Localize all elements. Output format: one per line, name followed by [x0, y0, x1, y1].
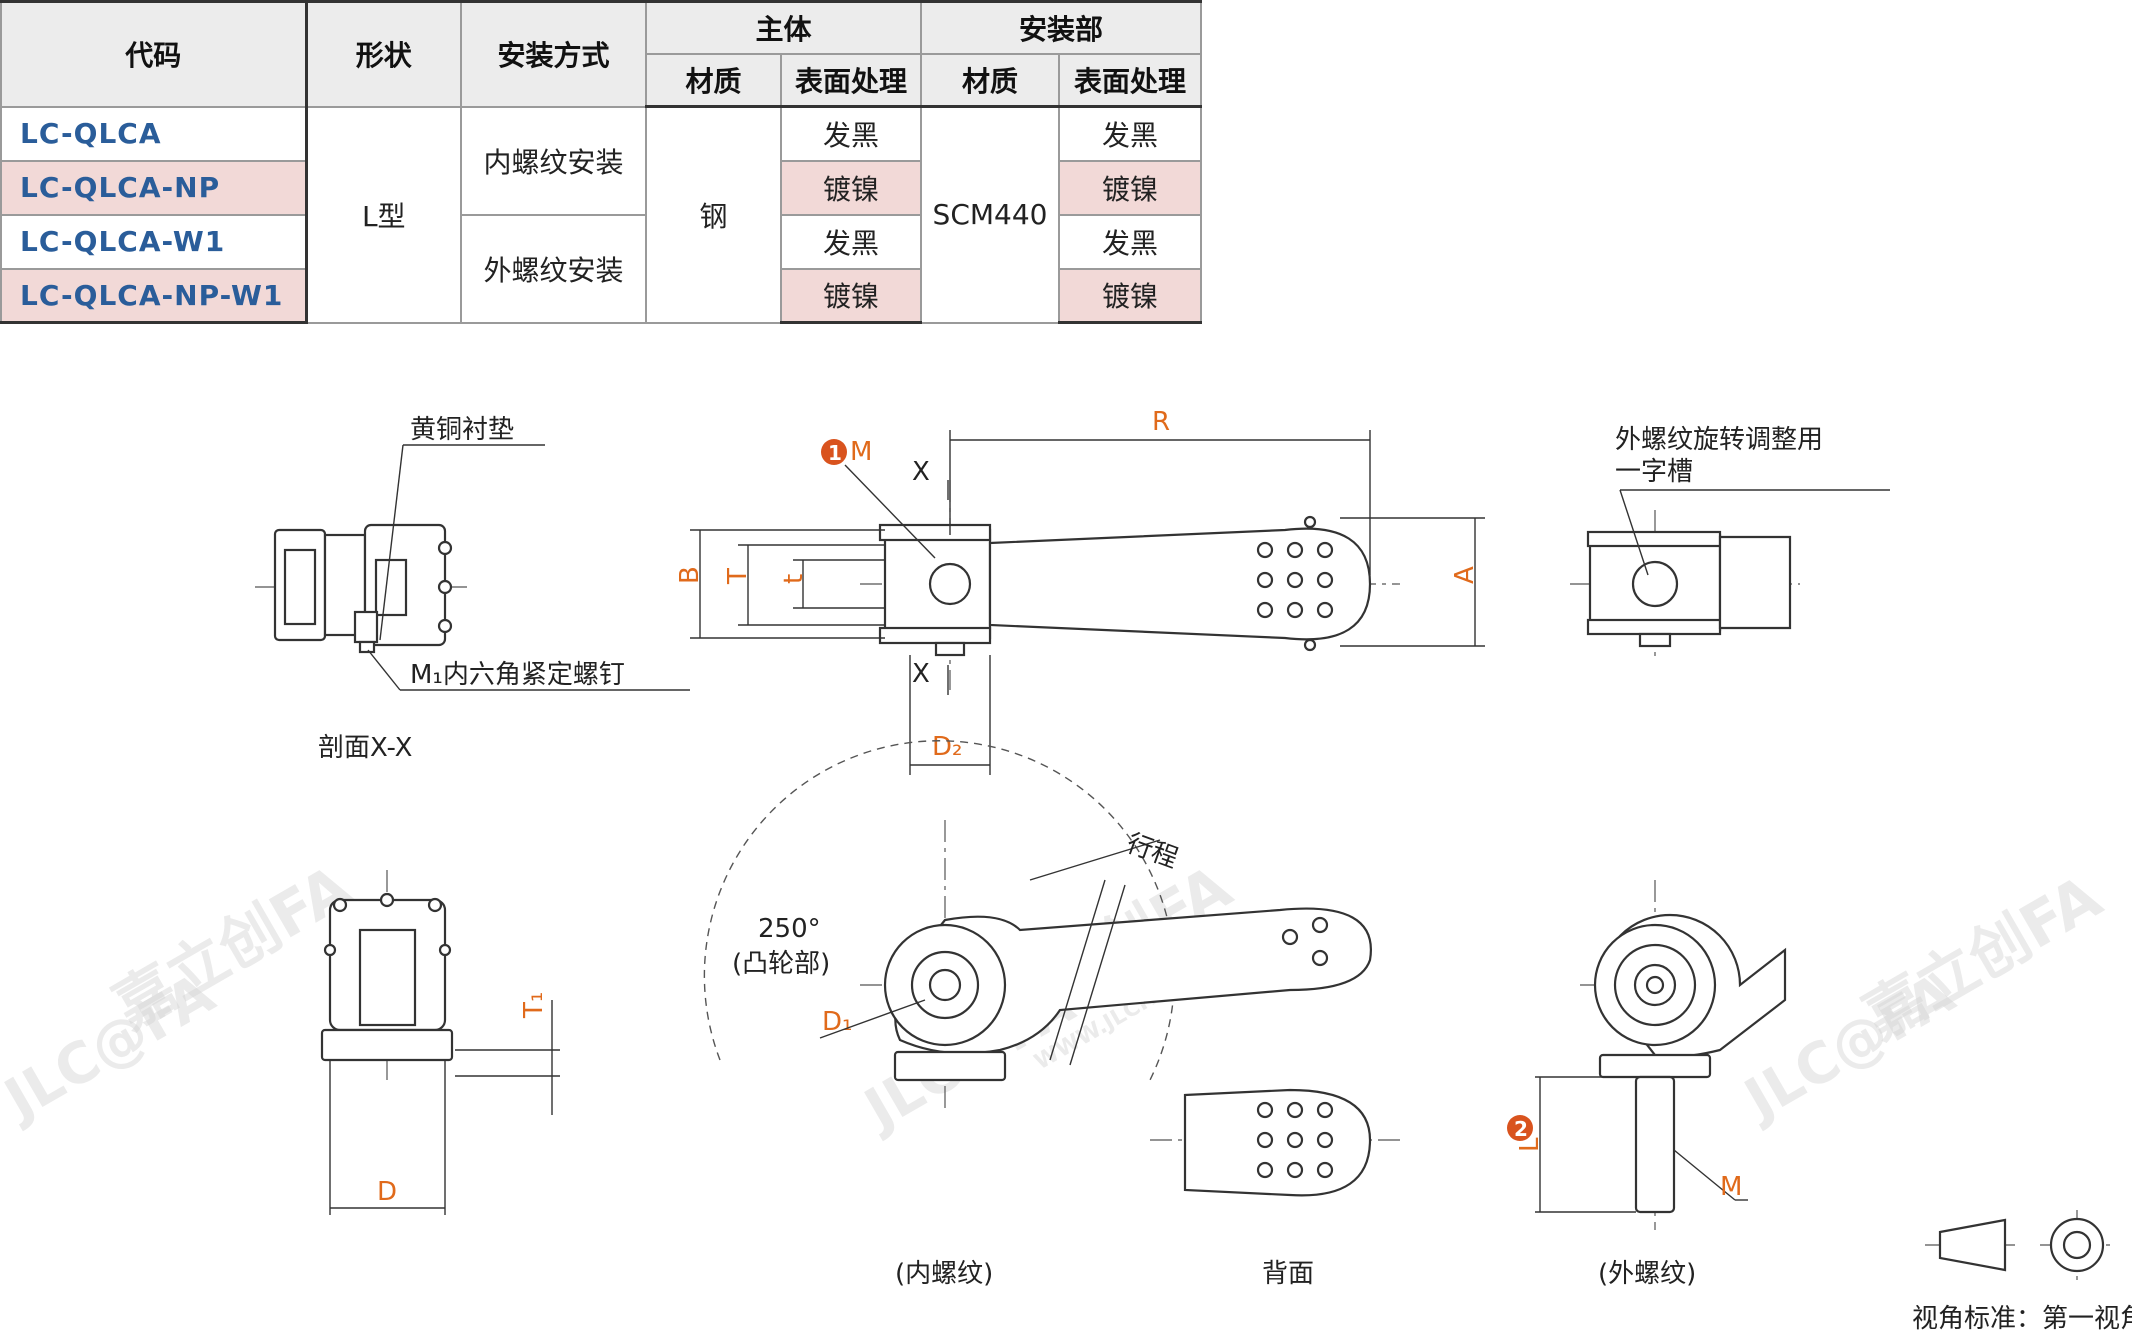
dim-D2: D₂: [932, 732, 962, 762]
side-view-internal: 行程 250° (凸轮部) D₁ (内螺纹): [703, 740, 1372, 1289]
dim-M: M: [850, 437, 872, 467]
mount-material-cell: SCM440: [920, 105, 1061, 324]
row-code: LC-QLCA: [0, 105, 308, 162]
row-code: LC-QLCA-W1: [0, 213, 308, 270]
shape-cell: L型: [305, 105, 462, 324]
install-external-cell: 外螺纹安装: [460, 213, 647, 324]
external-top-view: 外螺纹旋转调整用 一字槽: [1570, 425, 1890, 660]
section-label: 剖面X-X: [318, 733, 412, 763]
body-surface-cell: 发黑: [779, 105, 923, 162]
dim-t: t: [779, 574, 809, 584]
table-row: LC-QLCA-W1 外螺纹安装 发黑 发黑: [0, 213, 1203, 324]
dim-L: L: [1515, 1137, 1545, 1152]
marker-1: 1: [828, 441, 842, 465]
header-mount-material: 材质: [920, 53, 1061, 108]
mount-surface-cell: 发黑: [1058, 105, 1203, 162]
angle-label-1: 250°: [758, 914, 821, 944]
row-code: LC-QLCA-NP-W1: [0, 267, 308, 324]
dim-B: B: [675, 566, 705, 584]
header-body-group: 主体: [644, 0, 923, 55]
slot-label-1: 外螺纹旋转调整用: [1615, 425, 1823, 455]
side-view-external: 2 L M (外螺纹): [1507, 880, 1787, 1289]
row-code: LC-QLCA-NP: [0, 159, 308, 216]
marker-2: 2: [1514, 1117, 1528, 1141]
table-row: LC-QLCA L型 内螺纹安装 钢 发黑 SCM440 发黑: [0, 105, 1203, 324]
header-body-material: 材质: [645, 53, 782, 108]
back-label: 背面: [1262, 1259, 1314, 1289]
install-internal-cell: 内螺纹安装: [460, 105, 647, 216]
dim-M-external: M: [1720, 1172, 1742, 1202]
slot-label-2: 一字槽: [1615, 457, 1693, 487]
header-mount-surface: 表面处理: [1058, 53, 1203, 108]
header-install: 安装方式: [460, 0, 647, 108]
table-row: LC-QLCA-NP 镀镍 镀镍: [0, 159, 1203, 216]
projection-label: 视角标准：第一视角: [1912, 1304, 2132, 1334]
external-label: (外螺纹): [1598, 1259, 1696, 1289]
dim-T: T: [723, 568, 753, 585]
header-code: 代码: [0, 0, 308, 108]
header-shape: 形状: [305, 0, 462, 108]
stroke-label: 行程: [1123, 828, 1182, 874]
cut-X-top: X: [912, 457, 930, 487]
top-view: R A B T t X X 1 M D₂: [675, 407, 1485, 775]
body-material-cell: 钢: [645, 105, 782, 324]
body-surface-cell: 发黑: [779, 213, 923, 270]
technical-drawing: 嘉立创FA 嘉立创FA 嘉立创FA 嘉立创FA 嘉立创FA JLC@FA JLC…: [0, 407, 2132, 1334]
dim-A: A: [1450, 566, 1480, 584]
table-row: LC-QLCA-NP-W1 镀镍 镀镍: [0, 267, 1203, 324]
dim-T1: T₁: [519, 992, 549, 1019]
hole-pattern: [1256, 1101, 1334, 1179]
cut-X-bottom: X: [912, 659, 930, 689]
body-surface-cell: 镀镍: [779, 159, 923, 216]
header-mount-group: 安装部: [920, 0, 1203, 55]
body-surface-cell: 镀镍: [779, 267, 923, 324]
internal-label: (内螺纹): [895, 1259, 993, 1289]
section-view: 黄铜衬垫 M₁内六角紧定螺钉 剖面X-X: [255, 415, 690, 763]
set-screw-label: M₁内六角紧定螺钉: [410, 660, 625, 690]
mount-surface-cell: 发黑: [1058, 213, 1203, 270]
dim-D: D: [377, 1177, 397, 1207]
mount-surface-cell: 镀镍: [1058, 159, 1203, 216]
mount-surface-cell: 镀镍: [1058, 267, 1203, 324]
projection-symbol: 视角标准：第一视角: [1912, 1210, 2132, 1334]
front-view: D T₁: [320, 870, 560, 1215]
spec-table: 代码 形状 安装方式 主体 安装部 材质 表面处理 材质 表面处理 LC-QLC…: [0, 0, 1203, 324]
header-body-surface: 表面处理: [779, 53, 923, 108]
brass-pad-label: 黄铜衬垫: [410, 415, 514, 445]
angle-label-2: (凸轮部): [732, 949, 830, 979]
hole-pattern: [1256, 515, 1334, 652]
back-view: 背面: [1150, 1088, 1400, 1289]
dim-R: R: [1152, 407, 1170, 437]
